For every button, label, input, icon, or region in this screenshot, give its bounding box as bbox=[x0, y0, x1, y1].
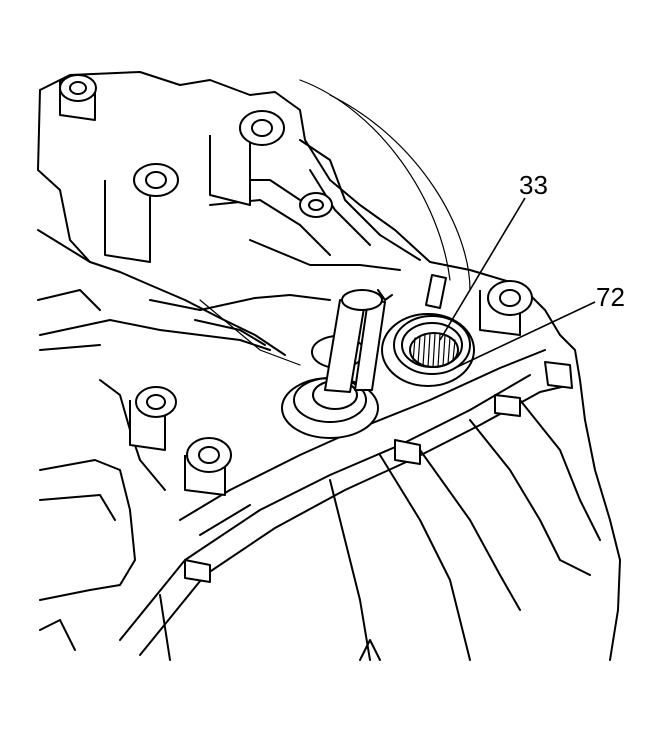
shift-shaft-assembly bbox=[281, 289, 393, 439]
splined-bore-33 bbox=[381, 274, 475, 387]
leader-line-72 bbox=[454, 301, 596, 369]
callout-72: 72 bbox=[454, 282, 625, 369]
boss-left-mid bbox=[104, 163, 179, 263]
boss-upper-right bbox=[299, 192, 333, 218]
callout-label-33: 33 bbox=[519, 170, 548, 200]
callout-33: 33 bbox=[439, 170, 548, 341]
boss-lower-mid bbox=[184, 437, 232, 496]
leader-line-33 bbox=[439, 197, 526, 341]
callout-label-72: 72 bbox=[596, 282, 625, 312]
flange-tabs bbox=[184, 361, 573, 583]
transmission-housing bbox=[37, 71, 621, 661]
boss-top-left bbox=[59, 74, 97, 121]
boss-lower-left bbox=[129, 386, 177, 451]
boss-top-mid bbox=[209, 110, 285, 206]
bolt-bosses bbox=[59, 74, 573, 583]
boss-right bbox=[479, 280, 533, 336]
